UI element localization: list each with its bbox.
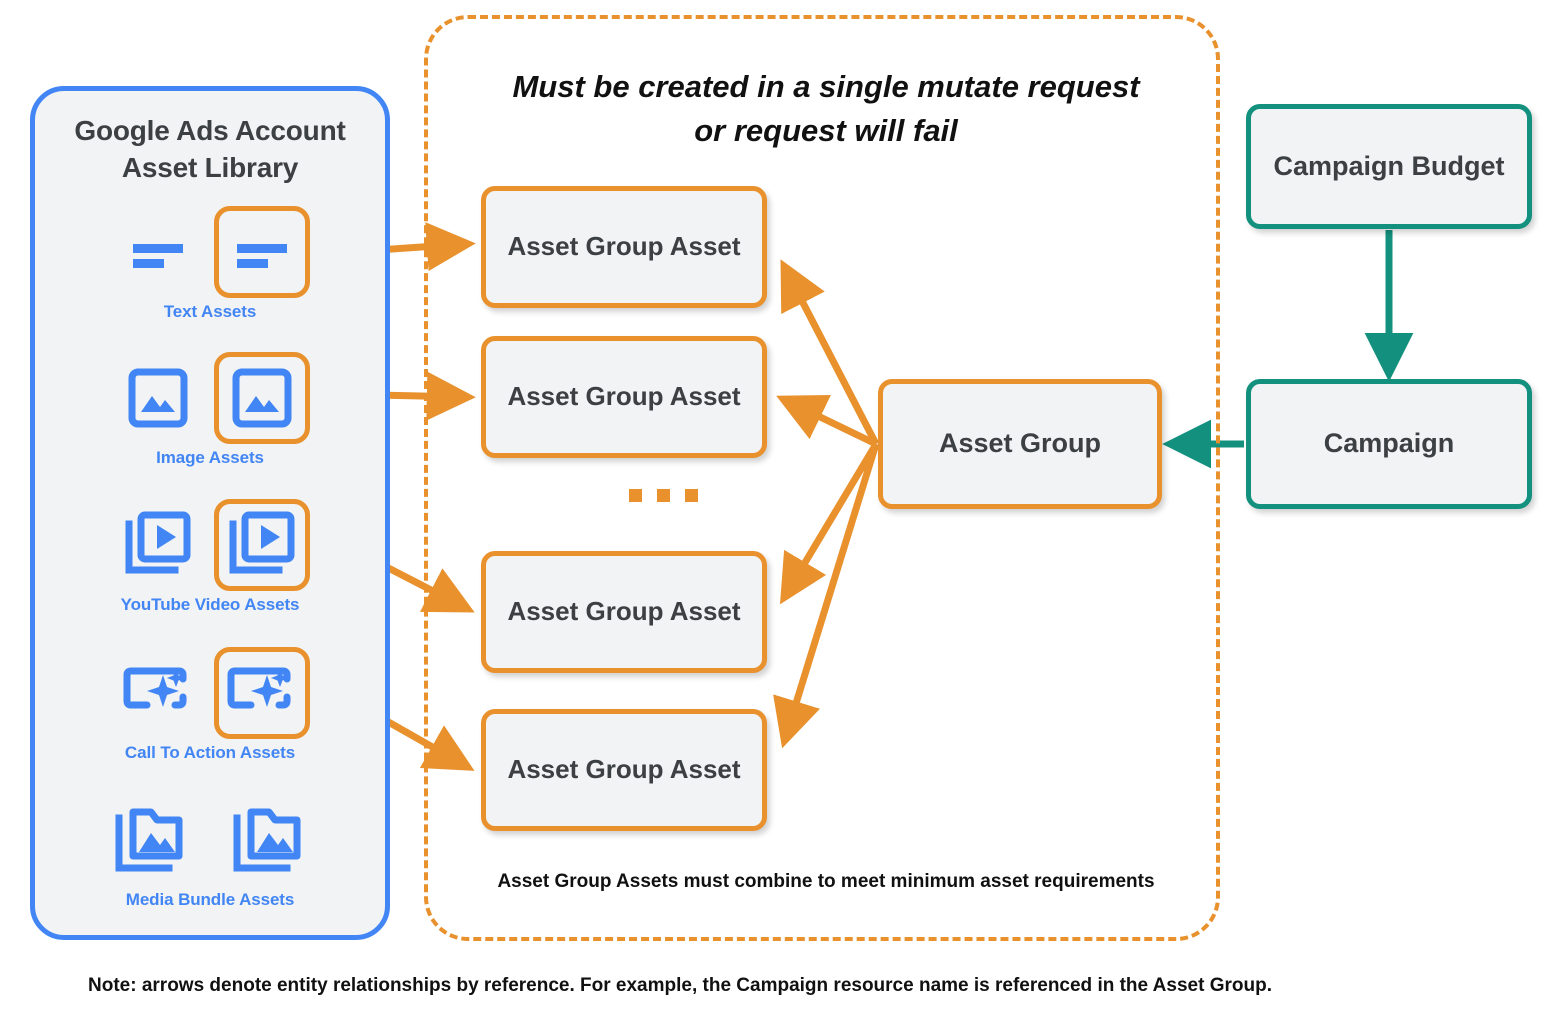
ellipsis-dot-2 xyxy=(657,489,670,502)
ellipsis-dot-3 xyxy=(685,489,698,502)
text-asset-icon xyxy=(133,244,183,268)
diagram-bottom-note: Note: arrows denote entity relationships… xyxy=(88,975,1272,996)
call-to-action-asset-icon xyxy=(123,667,187,709)
image-asset-icon-secondary xyxy=(110,352,206,444)
text-asset-icon-highlighted[interactable] xyxy=(214,206,310,298)
node-asset-group[interactable]: Asset Group xyxy=(878,379,1162,509)
media-bundle-asset-icon xyxy=(115,808,183,872)
asset-library-item-image[interactable]: Image Assets xyxy=(35,352,385,472)
media-bundle-asset-icon-secondary-2 xyxy=(221,794,317,886)
asset-library-label-call-to-action: Call To Action Assets xyxy=(124,743,296,762)
mutate-request-footnote: Asset Group Assets must combine to meet … xyxy=(497,871,1155,892)
asset-library-title-line2: Asset Library xyxy=(121,151,299,183)
media-bundle-asset-icon-secondary xyxy=(103,794,199,886)
youtube-video-asset-icon xyxy=(229,511,295,574)
asset-library-panel: Google Ads Account Asset Library xyxy=(30,86,390,940)
youtube-video-asset-icon-secondary xyxy=(110,499,206,591)
asset-library-label-image: Image Assets xyxy=(156,448,264,467)
image-asset-icon xyxy=(128,368,188,428)
node-asset-group-asset-2[interactable]: Asset Group Asset xyxy=(481,336,767,458)
node-asset-group-asset-4[interactable]: Asset Group Asset xyxy=(481,709,767,831)
asset-library-title-line1: Google Ads Account xyxy=(74,115,346,146)
mutate-request-title-line2: or request will fail xyxy=(694,113,958,149)
node-asset-group-asset-3[interactable]: Asset Group Asset xyxy=(481,551,767,673)
node-campaign[interactable]: Campaign xyxy=(1246,379,1532,509)
mutate-request-title-line1: Must be created in a single mutate reque… xyxy=(512,69,1140,104)
call-to-action-asset-icon-secondary xyxy=(110,647,206,739)
text-asset-icon xyxy=(237,244,287,268)
ellipsis-dot-1 xyxy=(629,489,642,502)
asset-library-item-call-to-action[interactable]: Call To Action Assets xyxy=(35,647,385,767)
asset-library-label-youtube-video: YouTube Video Assets xyxy=(120,595,300,614)
youtube-video-asset-icon-highlighted[interactable] xyxy=(214,499,310,591)
asset-library-item-media-bundle[interactable]: Media Bundle Assets xyxy=(35,794,385,914)
node-asset-group-asset-1[interactable]: Asset Group Asset xyxy=(481,186,767,308)
node-campaign-budget[interactable]: Campaign Budget xyxy=(1246,104,1532,229)
call-to-action-asset-icon xyxy=(227,667,291,709)
media-bundle-asset-icon xyxy=(233,808,301,872)
call-to-action-asset-icon-highlighted[interactable] xyxy=(214,647,310,739)
image-asset-icon xyxy=(232,368,292,428)
asset-library-title: Google Ads Account Asset Library xyxy=(35,113,385,187)
asset-library-item-youtube-video[interactable]: YouTube Video Assets xyxy=(35,499,385,619)
asset-library-item-text[interactable]: Text Assets xyxy=(35,206,385,326)
asset-library-label-text: Text Assets xyxy=(163,302,257,321)
mutate-request-title: Must be created in a single mutate reque… xyxy=(448,65,1204,153)
asset-library-label-media-bundle: Media Bundle Assets xyxy=(125,890,295,909)
image-asset-icon-highlighted[interactable] xyxy=(214,352,310,444)
ellipsis-indicator xyxy=(629,489,698,502)
mutate-request-container: Must be created in a single mutate reque… xyxy=(424,15,1220,941)
youtube-video-asset-icon xyxy=(125,511,191,574)
text-asset-icon-secondary xyxy=(110,206,206,298)
